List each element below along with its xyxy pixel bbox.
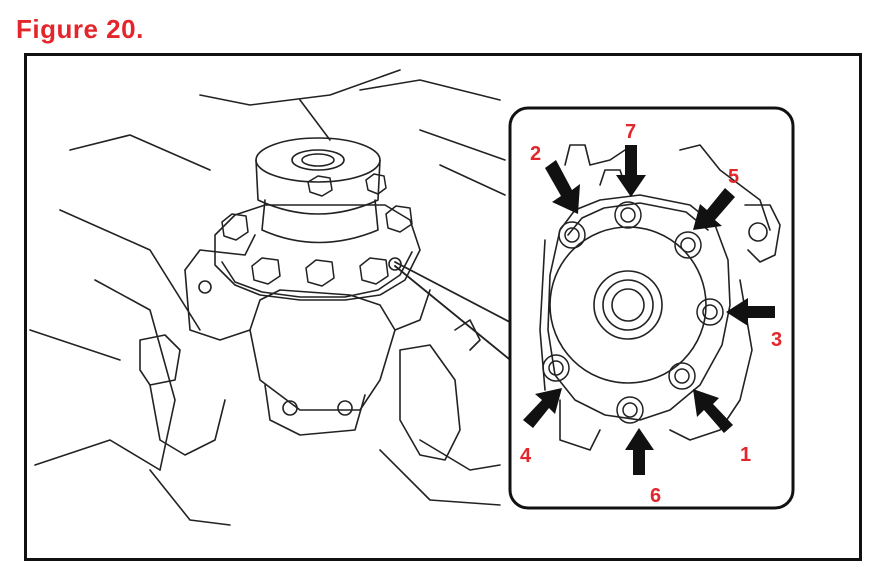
figure-title: Figure 20. (16, 14, 144, 44)
arrow-2 (545, 160, 580, 214)
arrow-4 (523, 388, 562, 428)
callout-5: 5 (728, 166, 739, 188)
arrow-7 (616, 145, 646, 197)
assembly-sketch (29, 69, 526, 526)
callout-3: 3 (771, 329, 782, 351)
callout-labels: 1 2 3 4 5 6 7 (520, 121, 782, 507)
arrow-1 (693, 389, 733, 433)
callout-4: 4 (520, 445, 532, 467)
callout-7: 7 (625, 121, 636, 143)
callout-6: 6 (650, 485, 661, 507)
arrow-5 (693, 188, 735, 230)
arrow-6 (625, 428, 654, 475)
torque-sequence-arrows (523, 145, 775, 475)
callout-2: 2 (530, 143, 541, 165)
detail-inset: 1 2 3 4 5 6 7 (508, 106, 795, 510)
callout-1: 1 (740, 444, 751, 466)
arrow-3 (726, 298, 775, 326)
